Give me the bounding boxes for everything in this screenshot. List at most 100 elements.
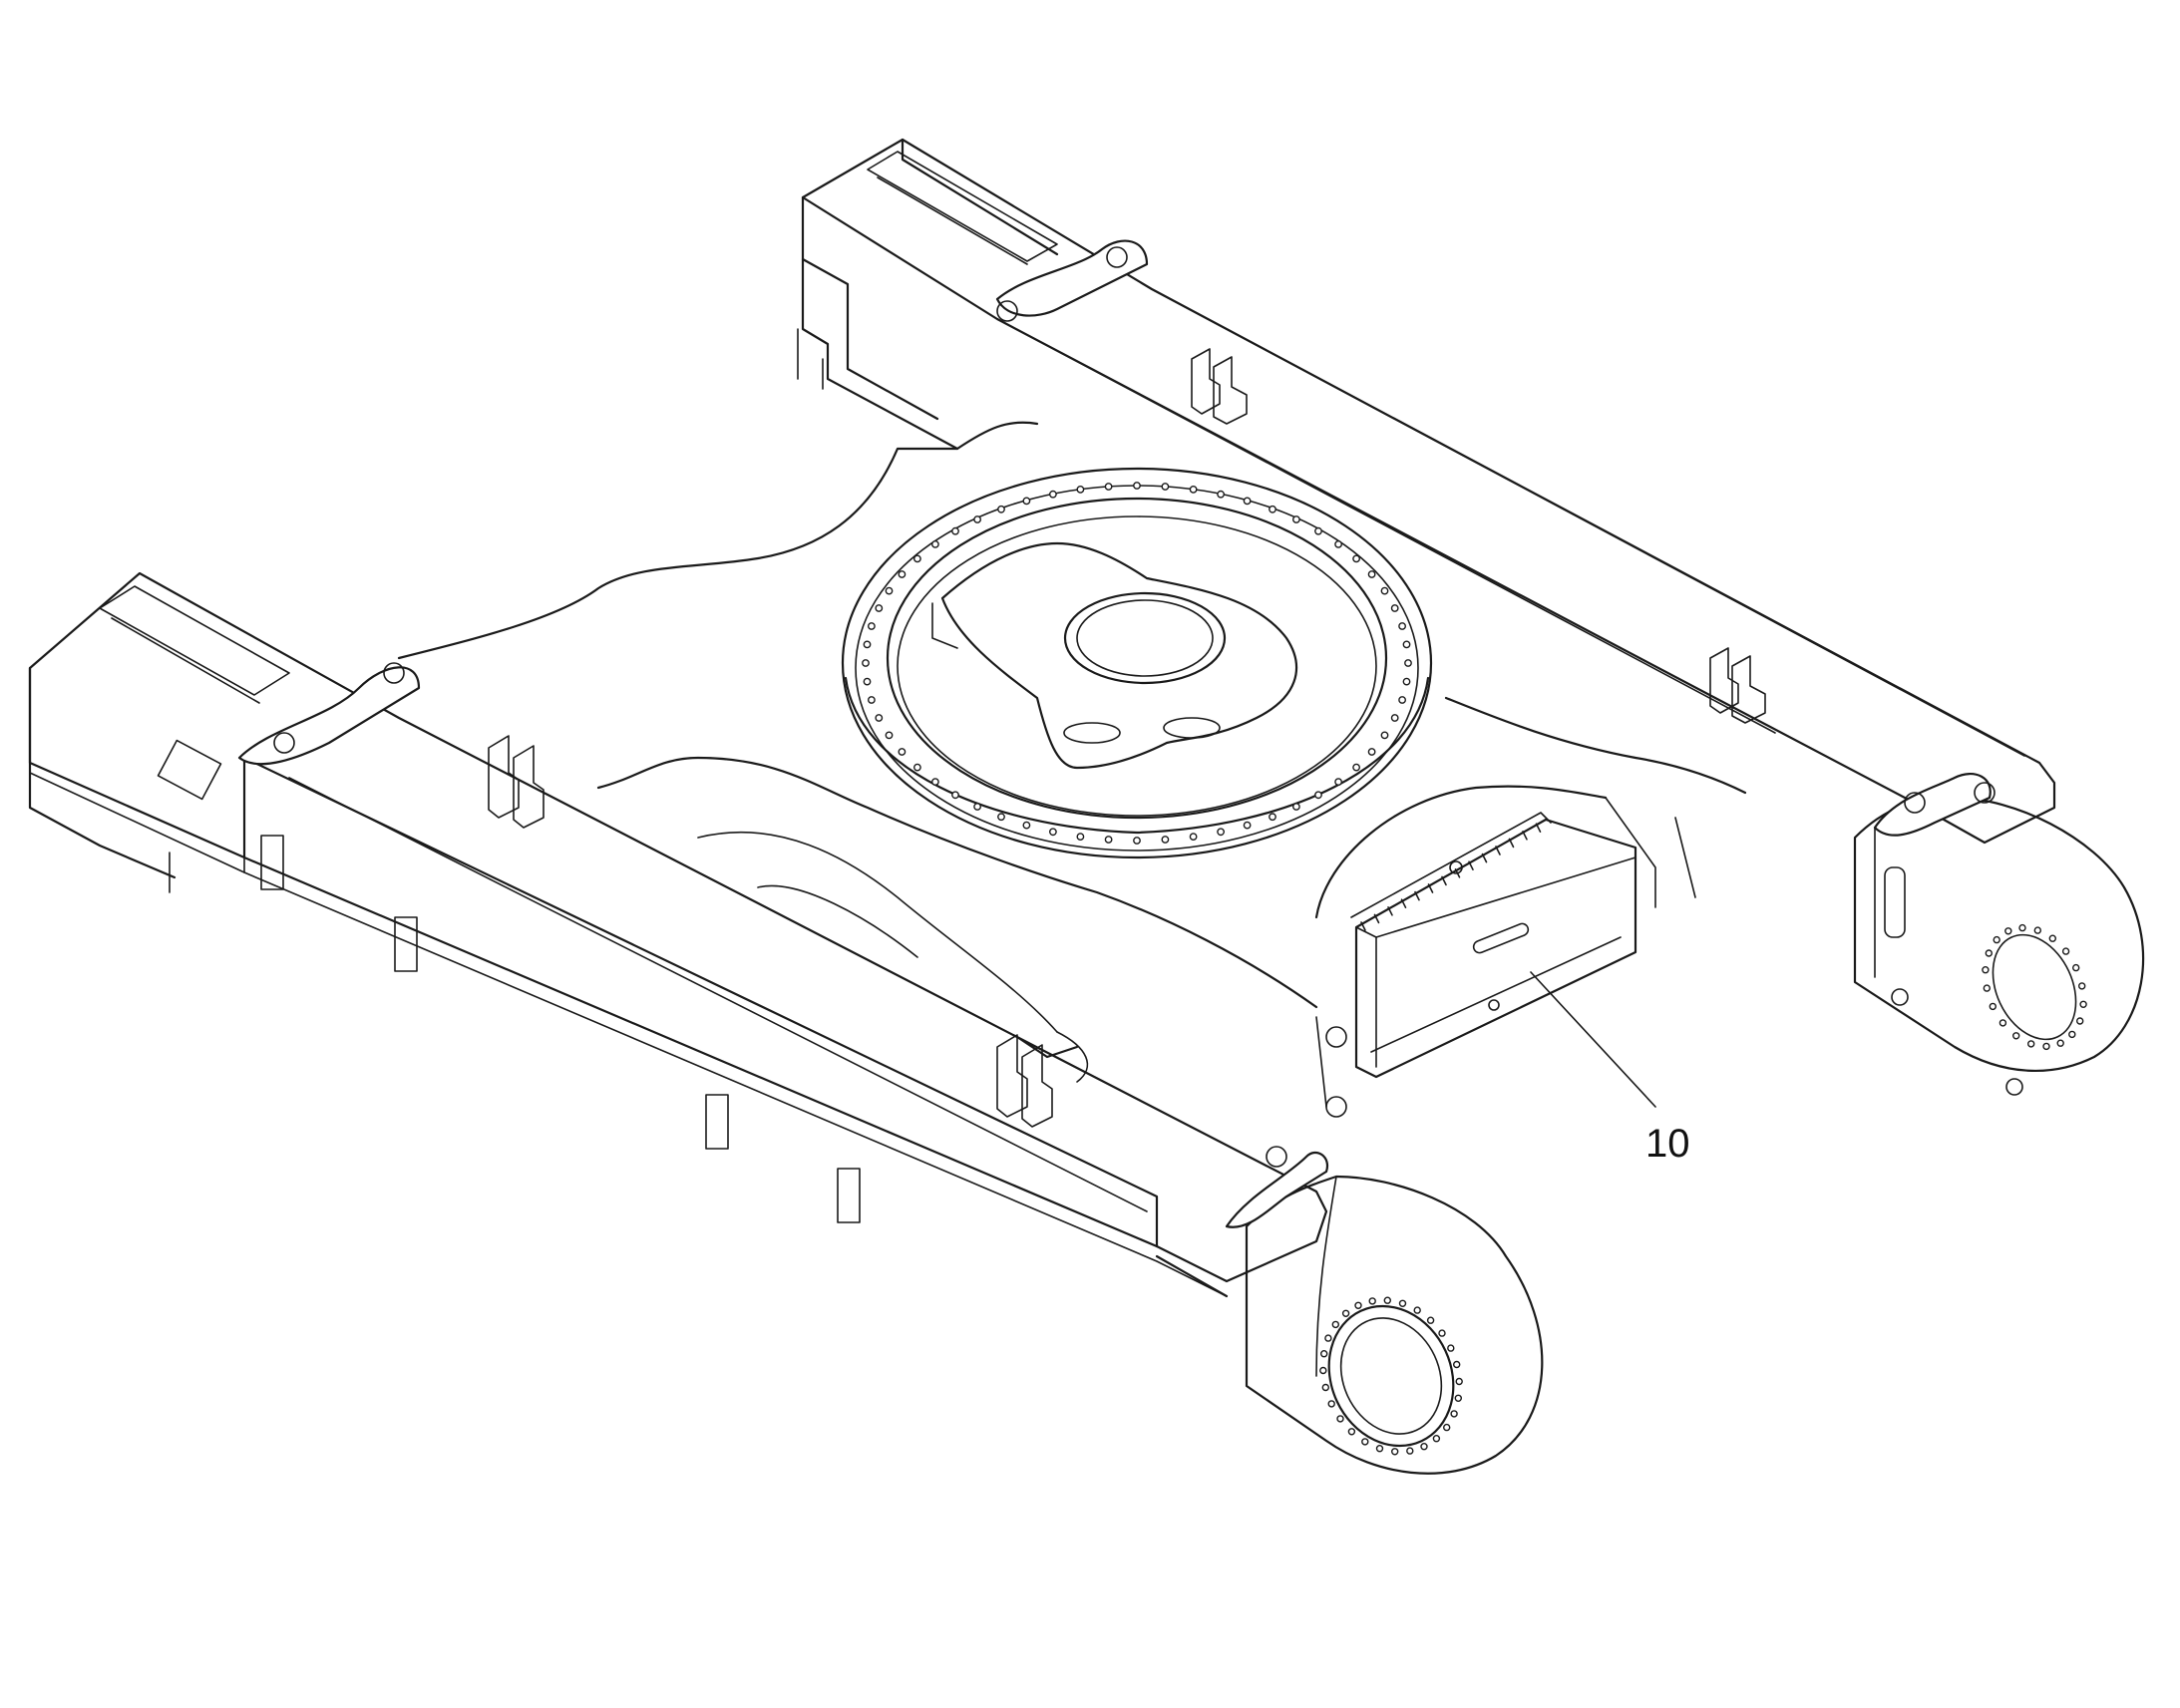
bolt-hole: [2018, 923, 2026, 932]
bolt-hole: [1432, 1434, 1441, 1443]
front-side-frame: [28, 571, 1328, 1297]
bolt-hole: [2061, 947, 2070, 955]
bolt-hole: [1426, 1316, 1435, 1324]
rear-side-frame: [797, 138, 2056, 845]
bolt-hole: [1383, 1296, 1392, 1304]
bolt-hole: [1049, 828, 1057, 837]
bolt-hole: [1076, 833, 1085, 841]
bolt-hole: [1319, 1349, 1328, 1358]
bolt-hole: [1022, 821, 1031, 830]
bolt-hole: [1331, 1320, 1340, 1329]
bolt-hole: [2033, 926, 2042, 934]
bolt-hole: [1998, 1019, 2007, 1027]
bolt-hole: [1324, 1334, 1332, 1342]
bolt-hole: [1022, 497, 1031, 506]
bolt-hole: [1217, 490, 1226, 499]
bolt-hole: [898, 748, 907, 756]
callout-number: 10: [1645, 1122, 1690, 1166]
bolt-hole: [1314, 791, 1322, 800]
bolt-hole: [898, 570, 907, 578]
bolt-hole: [1321, 1383, 1330, 1392]
cover-hinge: [1360, 823, 1542, 931]
bolt-hole: [1406, 1447, 1414, 1455]
bolt-hole: [1104, 836, 1113, 844]
bolt-hole: [1133, 482, 1141, 490]
bolt-hole: [868, 622, 876, 630]
bolt-hole: [875, 714, 884, 722]
bolt-hole: [1327, 1400, 1335, 1408]
bolt-hole: [862, 659, 870, 667]
bolt-hole: [1334, 540, 1343, 548]
hinge-knuckle: [1400, 898, 1407, 909]
bolt-hole: [1336, 1415, 1344, 1423]
bolt-hole: [951, 526, 959, 535]
bolt-hole: [1269, 505, 1276, 513]
hinge-knuckle: [1441, 875, 1447, 886]
bolt-hole: [2079, 1000, 2087, 1008]
bolt-hole: [2026, 1040, 2035, 1048]
bolt-hole: [1361, 1438, 1369, 1446]
swing-circle-bolt-holes: [862, 482, 1412, 845]
bolt-hole: [1380, 586, 1389, 595]
swing-circle: [841, 467, 1433, 859]
callout-10: 10: [1530, 971, 1690, 1166]
bolt-hole: [1404, 659, 1412, 667]
bolt-hole: [1375, 1444, 1384, 1453]
bolt-hole: [913, 763, 921, 772]
bolt-hole: [1993, 935, 2000, 944]
hinge-knuckle: [1427, 883, 1434, 893]
bolt-hole: [1352, 554, 1361, 563]
bolt-hole: [885, 731, 894, 740]
bolt-hole: [931, 778, 939, 786]
rear-idler-bolt-holes: [1982, 923, 2087, 1051]
callout-leader-line: [1530, 971, 1656, 1108]
bolt-hole: [973, 515, 981, 523]
bolt-hole: [973, 803, 981, 811]
bolt-hole: [1989, 1002, 1998, 1011]
bolt-hole: [1367, 570, 1376, 578]
pin-lugs: [1225, 773, 1996, 1228]
bolt-hole: [1319, 1366, 1327, 1375]
bolt-hole: [1354, 1301, 1362, 1310]
bolt-hole: [1455, 1377, 1463, 1386]
bolt-hole: [1334, 778, 1343, 786]
bolt-hole: [1217, 828, 1226, 837]
bolt-hole: [1049, 490, 1057, 499]
bolt-hole: [868, 696, 876, 704]
bolt-hole: [2011, 1032, 2020, 1040]
hinge-knuckle: [1522, 830, 1528, 841]
bolt-hole: [1269, 813, 1276, 822]
bolt-hole: [1985, 949, 1994, 957]
hinge-knuckle: [1481, 853, 1488, 863]
hinge-knuckle: [1414, 890, 1420, 901]
hinge-knuckle: [1508, 838, 1515, 849]
bolt-hole: [2004, 927, 2012, 935]
hinge-knuckle: [1535, 823, 1542, 834]
hinge-knuckle: [1495, 846, 1501, 855]
bolt-hole: [1390, 1448, 1399, 1456]
bolt-hole: [1352, 763, 1361, 772]
bolt-hole: [1398, 696, 1407, 704]
bolt-hole: [1982, 966, 1990, 974]
bolt-hole: [1292, 803, 1300, 811]
bolt-hole: [863, 640, 872, 649]
bolt-hole: [1402, 640, 1411, 649]
bolt-hole: [1380, 731, 1389, 740]
bolt-hole: [1367, 748, 1376, 756]
front-idler-bolt-holes: [1319, 1296, 1463, 1456]
bolt-hole: [1390, 604, 1399, 612]
bolt-hole: [1292, 515, 1300, 523]
bolt-hole: [1368, 1297, 1376, 1305]
hinge-knuckle: [1468, 860, 1474, 871]
bolt-hole: [1447, 1344, 1455, 1352]
hinge-knuckle: [1454, 867, 1461, 878]
bolt-hole: [2077, 982, 2086, 990]
bolt-hole: [1189, 485, 1198, 494]
bolt-hole: [1133, 837, 1141, 845]
bolt-hole: [1341, 1309, 1350, 1318]
bolt-hole: [913, 554, 921, 563]
bolt-hole: [1983, 984, 1992, 992]
bolt-hole: [997, 505, 1005, 513]
